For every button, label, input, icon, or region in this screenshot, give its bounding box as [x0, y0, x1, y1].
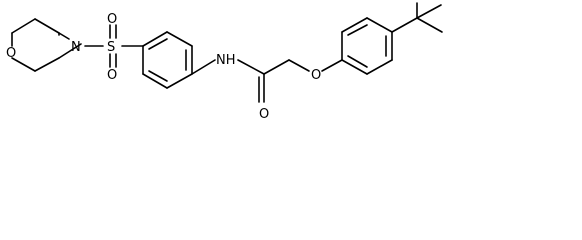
morpholine-ring [11, 18, 82, 72]
morpholine-oxygen-label: O [6, 46, 16, 61]
morpholine-nitrogen-label: N [71, 40, 81, 55]
sulfonyl-group [84, 24, 144, 68]
benzene-ring-2 [341, 17, 393, 75]
chemical-structure-diagram: O N S O O NH O O [6, 2, 443, 122]
ether-oxygen-label: O [311, 68, 321, 83]
sulfur-label: S [107, 40, 115, 55]
bond-n-c [58, 32, 70, 40]
bond-o-ring [321, 59, 343, 72]
sulfonyl-oxygen-top-label: O [107, 12, 117, 27]
amide-nh-label: NH [216, 53, 236, 68]
tert-butyl-group [391, 2, 443, 33]
amide-group [237, 59, 310, 103]
bond-ring-nh [191, 59, 216, 75]
molecule-drawing: O N S O O NH O O [6, 2, 443, 122]
carbonyl-oxygen-label: O [259, 107, 269, 122]
sulfonyl-oxygen-bottom-label: O [107, 68, 117, 83]
benzene-ring-1 [142, 31, 193, 89]
